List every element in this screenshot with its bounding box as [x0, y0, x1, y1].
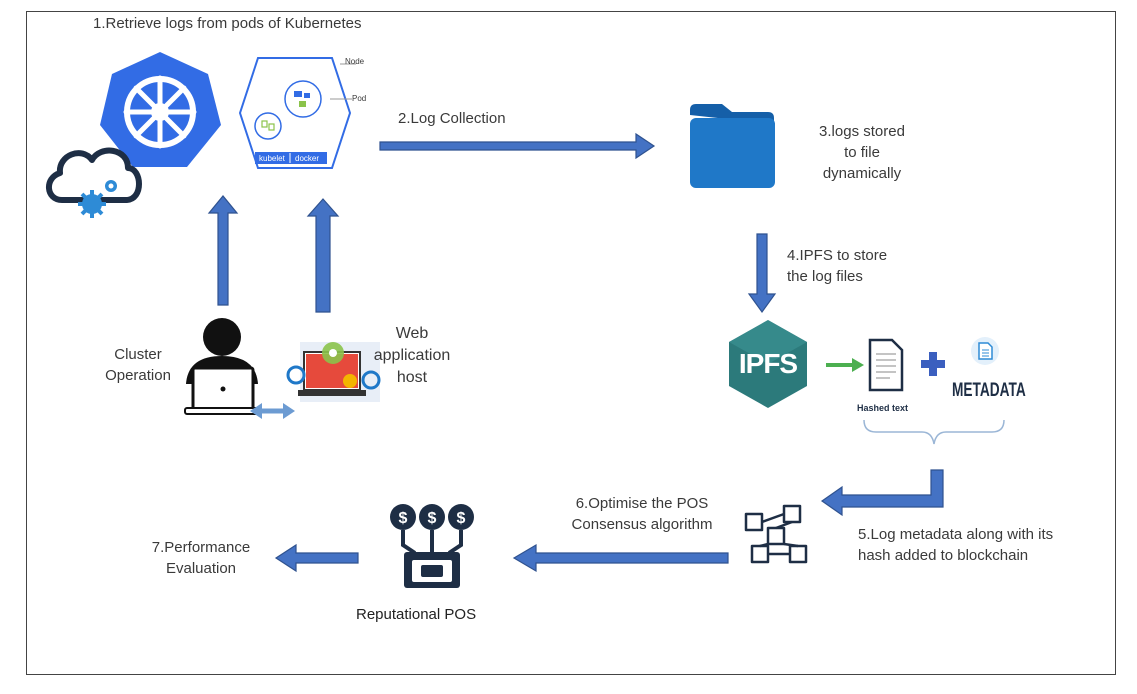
- arrow-metadata-blockchain: [820, 469, 944, 517]
- k8s-kubelet-label: kubelet: [259, 154, 285, 163]
- web-line-2: application: [373, 347, 451, 364]
- step-6-line-2: Consensus algorithm: [571, 516, 713, 533]
- kubernetes-logo-icon: [100, 52, 221, 167]
- folder-icon: [690, 104, 775, 188]
- coin-icon: $: [399, 510, 408, 527]
- coin-icon: $: [457, 510, 466, 527]
- arrow-down-ipfs: [747, 233, 777, 314]
- reputational-pos-label: Reputational POS: [356, 606, 477, 623]
- kubernetes-node-icon: [238, 57, 356, 169]
- grouping-brace: [863, 419, 1005, 445]
- arrow-up-webapp: [306, 198, 340, 313]
- step-7-line-2: Evaluation: [165, 560, 237, 577]
- step-7-line-1: 7.Performance: [151, 539, 251, 556]
- step-5-line-1: 5.Log metadata along with its: [858, 526, 1054, 543]
- arrow-blockchain-pos: [512, 543, 729, 573]
- pos-machine-icon: [390, 504, 474, 588]
- step-3-label: 3.logs stored to file dynamically: [806, 121, 918, 184]
- k8s-node-label: Node: [345, 57, 365, 66]
- web-line-1: Web: [395, 325, 429, 342]
- step-3-line-2: to file: [844, 144, 880, 161]
- step-6-line-1: 6.Optimise the POS: [575, 495, 709, 512]
- step-5-line-2: hash added to blockchain: [858, 547, 1029, 564]
- step-3-line-1: 3.logs stored: [819, 123, 905, 140]
- cluster-operation-label: Cluster Operation: [92, 344, 184, 386]
- hashed-text-label: Hashed text: [857, 403, 909, 413]
- web-application-laptop-icon: [286, 342, 381, 402]
- step-4-line-2: the log files: [787, 268, 863, 285]
- cluster-line-2: Operation: [105, 367, 171, 384]
- plus-icon: [921, 352, 945, 376]
- coin-icon: $: [428, 510, 437, 527]
- step-6-label: 6.Optimise the POS Consensus algorithm: [554, 493, 730, 535]
- k8s-docker-label: docker: [295, 154, 320, 163]
- flow-arrows: [207, 132, 944, 573]
- cluster-line-1: Cluster: [114, 346, 162, 363]
- metadata-document-icon: [971, 337, 999, 365]
- step-5-label: 5.Log metadata along with its hash added…: [858, 524, 1053, 566]
- step-1-label: 1.Retrieve logs from pods of Kubernetes: [93, 15, 362, 32]
- metadata-label: METADATA: [952, 380, 1026, 401]
- k8s-pod-label: Pod: [352, 94, 367, 103]
- arrow-pos-evaluation: [274, 543, 359, 573]
- coin-labels: $ $ $: [399, 510, 466, 527]
- blockchain-icon: [744, 504, 808, 564]
- step-3-line-3: dynamically: [822, 165, 902, 182]
- cloud-gear-icon: [46, 147, 142, 218]
- ipfs-logo-icon: [729, 320, 807, 408]
- arrow-up-cluster: [207, 195, 239, 306]
- web-application-host-label: Web application host: [360, 323, 464, 389]
- step-7-label: 7.Performance Evaluation: [138, 537, 264, 579]
- step-2-label: 2.Log Collection: [398, 110, 506, 127]
- arrow-log-collection: [379, 132, 656, 160]
- ipfs-logo-text: IPFS: [738, 348, 798, 379]
- green-arrow-icon: [826, 358, 864, 372]
- diagram-frame: [26, 11, 1116, 675]
- cluster-operator-icon: [184, 318, 262, 415]
- step-4-line-1: 4.IPFS to store: [787, 247, 888, 264]
- web-line-3: host: [396, 369, 428, 386]
- hashed-document-icon: [868, 338, 904, 392]
- step-4-label: 4.IPFS to store the log files: [787, 245, 887, 287]
- bidirectional-arrow-icon: [250, 403, 295, 419]
